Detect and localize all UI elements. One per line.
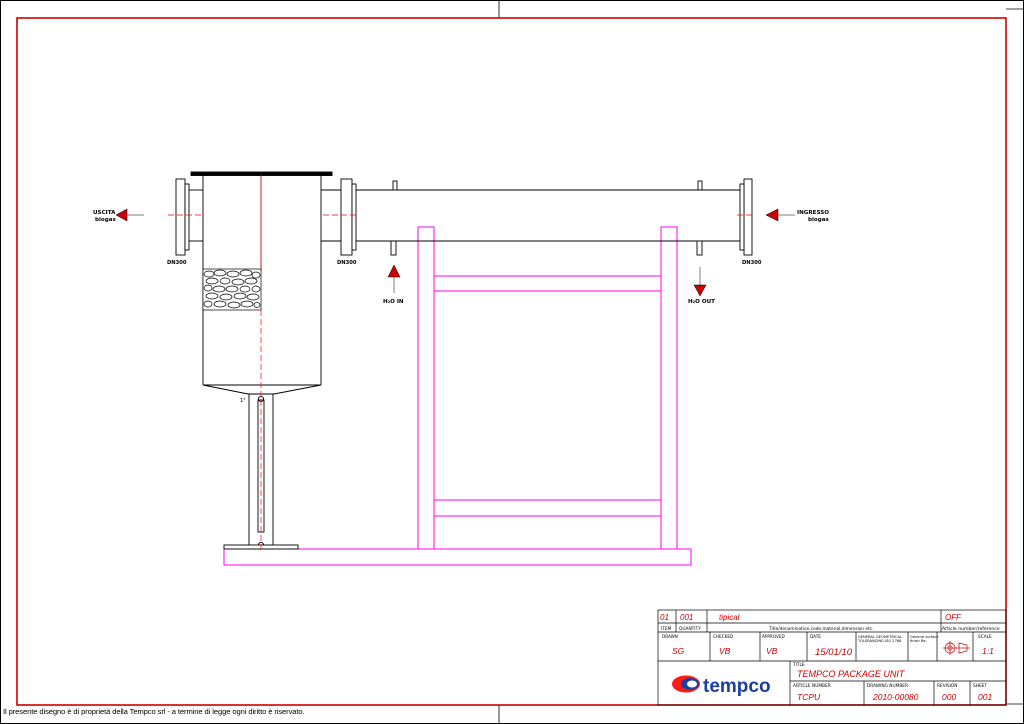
projection-symbol-icon <box>943 641 970 655</box>
tb-hdr-drawn: DRAWN <box>662 634 678 639</box>
tb-article-number-value: TCPU <box>797 692 821 702</box>
drawing-frame <box>16 17 1007 706</box>
centerlines <box>168 214 754 552</box>
tempco-logo-text: tempco <box>703 676 771 697</box>
packing-media <box>202 268 262 311</box>
dn-mid-label: DN300 <box>337 260 357 266</box>
tb-drawing-number-value: 2010-00080 <box>872 692 919 702</box>
tb-checked-value: VB <box>719 646 731 656</box>
tb-description-value: tipical <box>719 613 740 622</box>
ownership-note: Il presente disegno è di proprietà della… <box>3 707 305 716</box>
tb-off-value: OFF <box>945 613 962 622</box>
tb-approved-value: VB <box>766 646 778 656</box>
tb-sheet-value: 001 <box>978 692 992 702</box>
tb-hdr-drawing-number: DRAWING NUMBER <box>867 683 908 689</box>
inlet-label-line1: INGRESSO <box>797 210 829 216</box>
flow-arrows <box>115 208 795 297</box>
tb-hdr-article: Article number/reference <box>942 626 1000 632</box>
tb-hdr-revision: REVISION <box>937 683 958 689</box>
main-pipe <box>175 178 753 256</box>
tb-hdr-surface-1: General surface <box>910 635 939 639</box>
water-out-label: H₂O OUT <box>688 299 715 305</box>
tb-hdr-sheet: SHEET <box>973 683 987 689</box>
inlet-label-line2: biogas <box>808 217 830 223</box>
tb-scale-value: 1:1 <box>982 646 994 656</box>
outlet-label-line2: biogas <box>95 217 117 223</box>
tb-hdr-surface-2: finish Ra: <box>910 639 927 643</box>
title-block <box>657 609 1007 706</box>
support-frame <box>223 226 692 566</box>
dn-right-label: DN300 <box>742 260 762 266</box>
tb-hdr-tol-2: TOLERANCING ISO 2768 <box>857 639 902 643</box>
dn-left-label: DN300 <box>167 260 187 266</box>
tb-hdr-date: DATE <box>810 634 821 639</box>
tb-hdr-title: Title/denomination,code,material,dimensi… <box>768 626 873 632</box>
outlet-label-line1: USCITA <box>93 210 116 216</box>
tb-title-value: TEMPCO PACKAGE UNIT <box>797 669 906 679</box>
tb-hdr-tol-1: GENERAL GEOMETRICAL <box>858 635 902 639</box>
tb-hdr-quantity: QUANTITY <box>679 626 701 632</box>
drain-size-label: 1" <box>240 398 246 404</box>
tb-hdr-item: ITEM <box>661 626 672 632</box>
tb-date-value: 15/01/10 <box>815 647 853 658</box>
tb-revision-value: 000 <box>942 692 956 702</box>
tb-item-value: 01 <box>660 613 669 622</box>
tb-hdr-title-field: TITLE <box>792 662 805 668</box>
tb-quantity-value: 001 <box>680 613 693 622</box>
tb-hdr-scale: SCALE <box>978 634 992 640</box>
tb-hdr-article-number: ARTICLE NUMBER <box>793 683 831 689</box>
separator-vessel <box>190 171 333 550</box>
tempco-logo: tempco <box>672 675 771 697</box>
tb-drawn-value: SG <box>672 646 685 656</box>
water-in-label: H₂O IN <box>383 299 404 305</box>
tb-hdr-checked: CHECKED <box>713 634 733 639</box>
tb-hdr-approved: APPROVED <box>762 634 785 639</box>
